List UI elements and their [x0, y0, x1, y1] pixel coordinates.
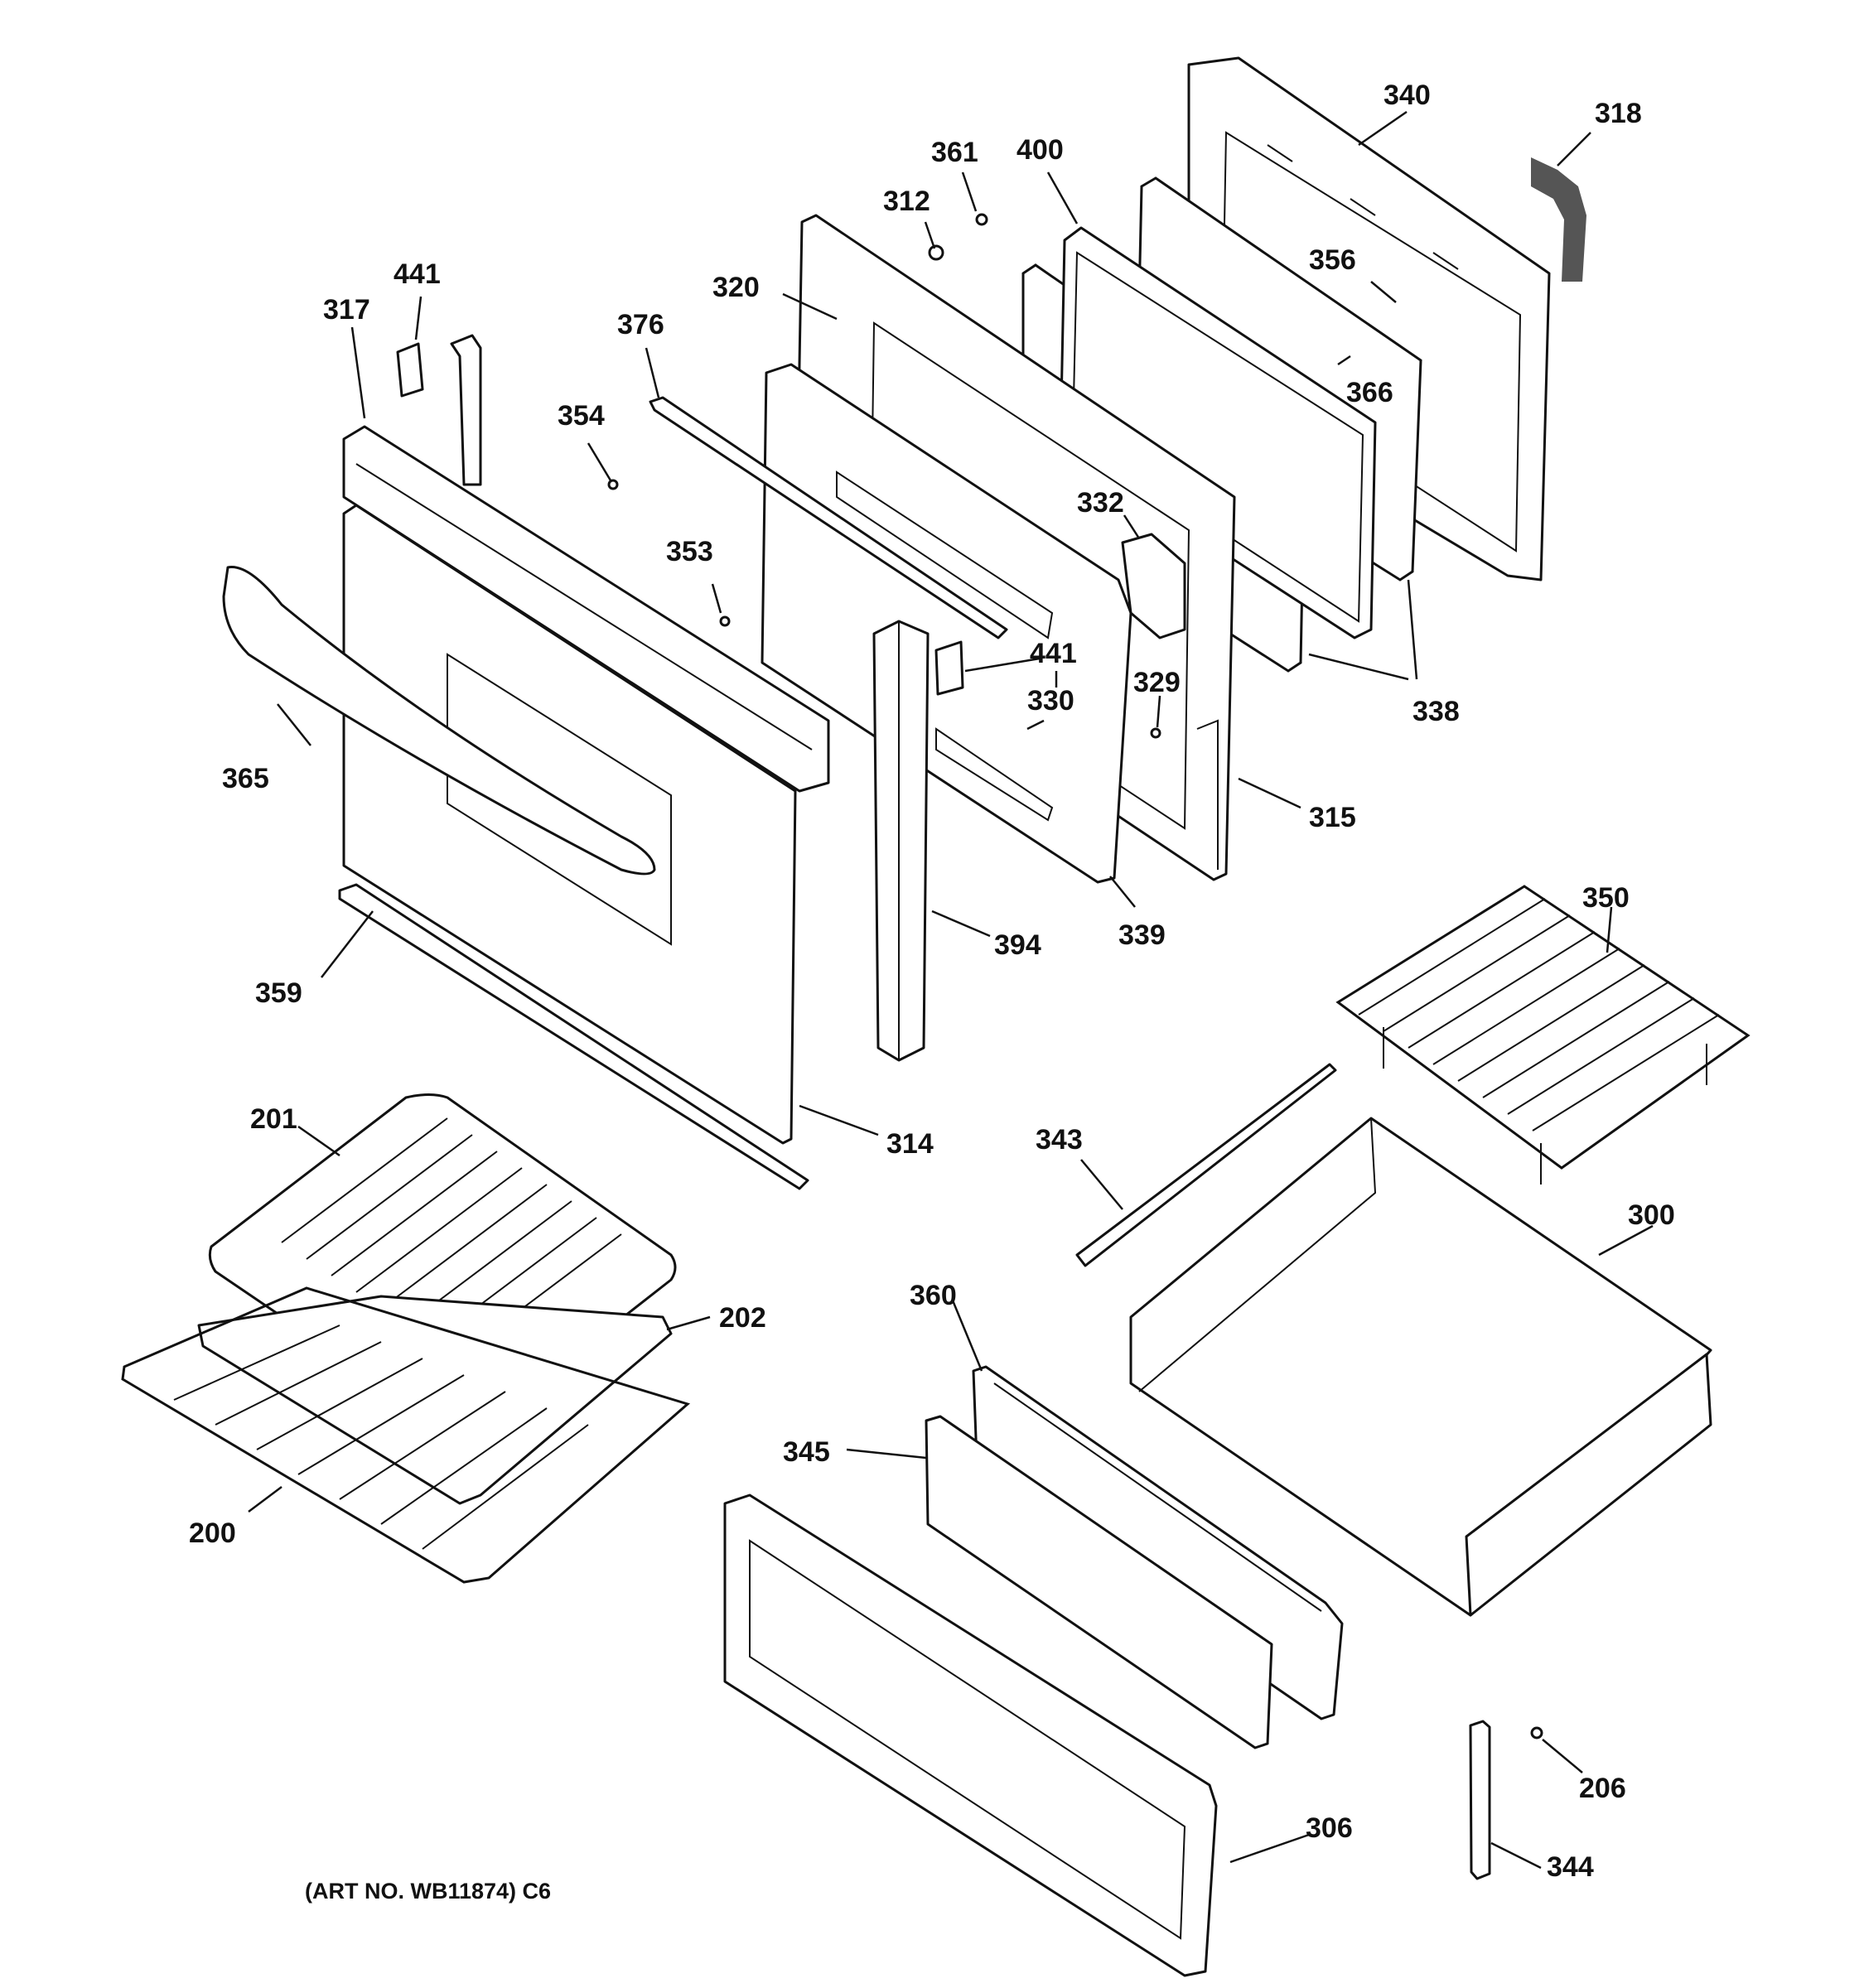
screws [607, 213, 1543, 1740]
callout-314: 314 [886, 1128, 934, 1160]
part-441-brackets [396, 342, 964, 696]
part-350-drawer-rack [1335, 885, 1751, 1185]
callout-315: 315 [1309, 802, 1356, 833]
callout-338: 338 [1412, 696, 1460, 727]
part-376-rail [649, 396, 1008, 639]
part-300-drawer-body [1129, 1117, 1712, 1617]
callout-345: 345 [783, 1436, 830, 1468]
callout-394: 394 [994, 929, 1041, 961]
callout-312: 312 [883, 186, 930, 217]
callout-343: 343 [1036, 1124, 1083, 1156]
callout-360: 360 [910, 1280, 957, 1311]
callout-359: 359 [255, 977, 302, 1009]
callout-400: 400 [1017, 134, 1064, 166]
callout-332: 332 [1077, 487, 1124, 519]
callout-201: 201 [250, 1103, 297, 1135]
callout-376: 376 [617, 309, 664, 340]
callout-306: 306 [1306, 1812, 1353, 1844]
part-306-drawer-front [723, 1493, 1218, 1977]
part-365-door-handle [222, 566, 656, 876]
callout-350: 350 [1582, 882, 1630, 914]
part-200-oven-rack [121, 1286, 691, 1584]
callout-354: 354 [558, 400, 605, 432]
callout-317: 317 [323, 294, 370, 326]
part-339-door-panel [761, 363, 1132, 884]
callout-329: 329 [1133, 667, 1181, 698]
callout-361: 361 [931, 137, 978, 168]
callout-320: 320 [712, 272, 760, 303]
callout-318: 318 [1595, 98, 1642, 129]
callout-202: 202 [719, 1302, 766, 1334]
callout-441-mid: 441 [1030, 638, 1077, 669]
callout-353: 353 [666, 536, 713, 567]
callout-340: 340 [1384, 80, 1431, 111]
part-343-drawer-slide [1075, 1063, 1337, 1267]
callout-330: 330 [1027, 685, 1074, 717]
part-344-bracket [1469, 1720, 1491, 1880]
callout-339: 339 [1118, 919, 1166, 951]
part-202-broiler-pan [197, 1295, 673, 1505]
callout-labels: 340 318 361 400 312 356 441 317 320 376 … [189, 80, 1675, 1883]
callout-365: 365 [222, 763, 269, 794]
callout-344: 344 [1547, 1851, 1594, 1883]
callout-206: 206 [1579, 1773, 1626, 1804]
part-318-gasket [1531, 157, 1586, 282]
part-345-drawer-panel [925, 1415, 1273, 1749]
callout-441-top: 441 [394, 258, 441, 290]
callout-366: 366 [1346, 377, 1393, 408]
part-317-vent-trim [342, 334, 830, 793]
part-359-bottom-trim [338, 883, 809, 1190]
callout-300: 300 [1628, 1199, 1675, 1231]
leader-lines [248, 110, 1654, 1870]
callout-356: 356 [1309, 244, 1356, 276]
part-394-side-trim [872, 620, 930, 1062]
callout-200: 200 [189, 1518, 236, 1549]
art-number: (ART NO. WB11874) C6 [305, 1879, 551, 1904]
